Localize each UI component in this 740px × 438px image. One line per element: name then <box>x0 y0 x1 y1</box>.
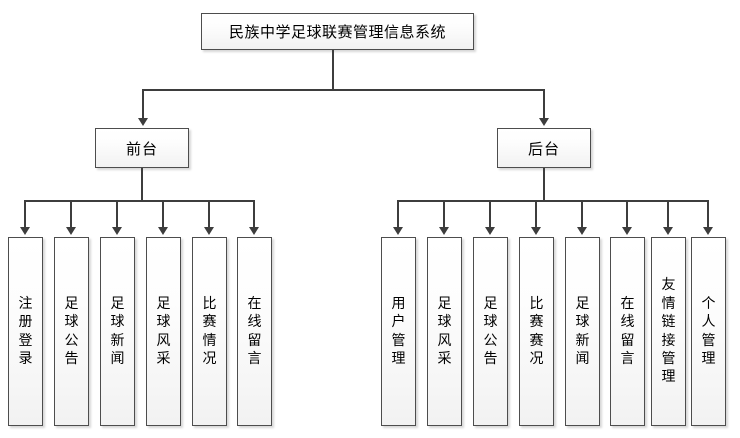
leaf-node-front-5-label: 比赛情况 <box>202 295 217 367</box>
arrow-back-leaf-1-icon <box>393 227 403 235</box>
leaf-node-front-4-label: 足球风采 <box>156 295 171 367</box>
leaf-node-front-3-label: 足球新闻 <box>110 295 125 367</box>
leaf-node-back-5[interactable]: 足球新闻 <box>565 237 600 426</box>
connector-back-drop-5 <box>581 200 583 228</box>
connector-front-drop-1 <box>24 200 26 228</box>
leaf-node-back-6[interactable]: 在线留言 <box>610 237 645 426</box>
connector-root-to-front <box>142 89 144 119</box>
root-node-label: 民族中学足球联赛管理信息系统 <box>228 23 446 41</box>
leaf-node-front-5[interactable]: 比赛情况 <box>192 237 227 426</box>
leaf-node-front-2-label: 足球公告 <box>64 295 79 367</box>
connector-back-drop-4 <box>535 200 537 228</box>
root-node-system-title[interactable]: 民族中学足球联赛管理信息系统 <box>201 13 474 50</box>
connector-root-bus <box>142 89 544 91</box>
arrow-back-leaf-7-icon <box>663 227 673 235</box>
leaf-node-back-7[interactable]: 友情链接管理 <box>651 237 686 426</box>
leaf-node-back-8[interactable]: 个人管理 <box>691 237 726 426</box>
leaf-node-front-1[interactable]: 注册登录 <box>8 237 43 426</box>
connector-back-drop-2 <box>443 200 445 228</box>
connector-front-drop-2 <box>70 200 72 228</box>
arrow-back-leaf-3-icon <box>485 227 495 235</box>
arrow-back-leaf-8-icon <box>703 227 713 235</box>
leaf-node-back-8-label: 个人管理 <box>701 295 716 367</box>
arrow-back-leaf-6-icon <box>622 227 632 235</box>
leaf-node-front-6[interactable]: 在线留言 <box>237 237 272 426</box>
arrow-front-leaf-6-icon <box>249 227 259 235</box>
connector-front-stem <box>141 168 143 201</box>
connector-back-drop-8 <box>707 200 709 228</box>
leaf-node-back-5-label: 足球新闻 <box>575 295 590 367</box>
connector-back-bus <box>397 200 707 202</box>
leaf-node-front-3[interactable]: 足球新闻 <box>100 237 135 426</box>
leaf-node-back-1[interactable]: 用户管理 <box>381 237 416 426</box>
leaf-node-back-4[interactable]: 比赛赛况 <box>519 237 554 426</box>
arrow-front-leaf-2-icon <box>66 227 76 235</box>
leaf-node-back-3-label: 足球公告 <box>483 295 498 367</box>
arrow-back-leaf-2-icon <box>439 227 449 235</box>
connector-front-bus <box>24 200 253 202</box>
connector-front-drop-3 <box>116 200 118 228</box>
leaf-node-back-6-label: 在线留言 <box>620 295 635 367</box>
arrow-root-to-back-icon <box>539 118 549 126</box>
leaf-node-back-4-label: 比赛赛况 <box>529 295 544 367</box>
connector-front-drop-4 <box>162 200 164 228</box>
arrow-front-leaf-4-icon <box>158 227 168 235</box>
connector-back-stem <box>543 168 545 201</box>
branch-node-front[interactable]: 前台 <box>95 128 189 168</box>
branch-node-back[interactable]: 后台 <box>497 128 591 168</box>
arrow-front-leaf-1-icon <box>20 227 30 235</box>
arrow-back-leaf-5-icon <box>577 227 587 235</box>
leaf-node-front-6-label: 在线留言 <box>247 295 262 367</box>
leaf-node-back-2-label: 足球风采 <box>437 295 452 367</box>
connector-back-drop-7 <box>667 200 669 228</box>
leaf-node-front-4[interactable]: 足球风采 <box>146 237 181 426</box>
leaf-node-back-2[interactable]: 足球风采 <box>427 237 462 426</box>
arrow-root-to-front-icon <box>138 118 148 126</box>
leaf-node-front-2[interactable]: 足球公告 <box>54 237 89 426</box>
leaf-node-front-1-label: 注册登录 <box>18 295 33 367</box>
connector-back-drop-1 <box>397 200 399 228</box>
leaf-node-back-7-label: 友情链接管理 <box>661 277 676 386</box>
branch-node-back-label: 后台 <box>527 139 560 158</box>
leaf-node-back-3[interactable]: 足球公告 <box>473 237 508 426</box>
leaf-node-back-1-label: 用户管理 <box>391 295 406 367</box>
branch-node-front-label: 前台 <box>125 139 158 158</box>
connector-back-drop-3 <box>489 200 491 228</box>
arrow-front-leaf-5-icon <box>204 227 214 235</box>
arrow-front-leaf-3-icon <box>112 227 122 235</box>
connector-front-drop-6 <box>253 200 255 228</box>
connector-root-stem <box>332 50 334 90</box>
connector-front-drop-5 <box>208 200 210 228</box>
arrow-back-leaf-4-icon <box>531 227 541 235</box>
connector-root-to-back <box>543 89 545 119</box>
connector-back-drop-6 <box>626 200 628 228</box>
